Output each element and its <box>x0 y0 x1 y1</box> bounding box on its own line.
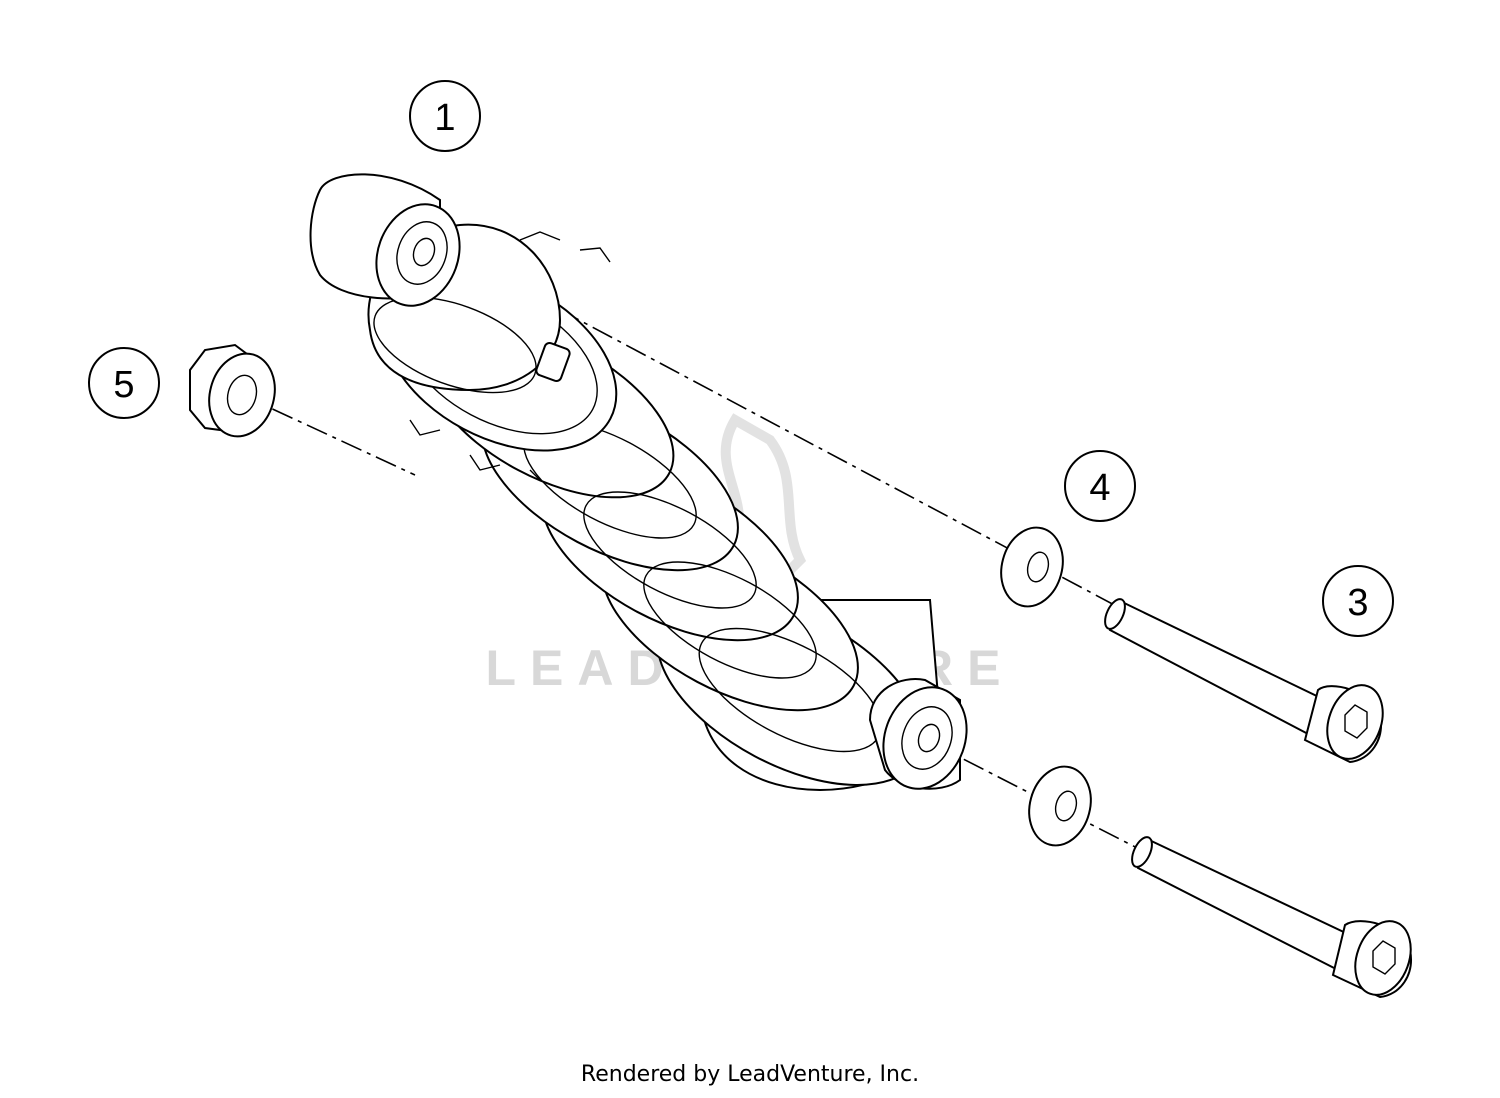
callout-3-label: 3 <box>1347 582 1368 624</box>
callout-4: 4 <box>1064 450 1136 522</box>
callout-3: 3 <box>1322 565 1394 637</box>
shock-absorber <box>309 173 968 792</box>
socket-bolt-upper <box>1104 598 1384 764</box>
callout-1-label: 1 <box>434 97 455 139</box>
washer-lower <box>1028 765 1092 847</box>
callout-4-label: 4 <box>1089 467 1110 509</box>
callout-5: 5 <box>88 347 160 419</box>
callout-1: 1 <box>409 80 481 152</box>
render-credit: Rendered by LeadVenture, Inc. <box>580 1062 920 1087</box>
flange-nut <box>189 343 276 438</box>
washer-upper <box>1000 526 1064 608</box>
socket-bolt-lower <box>1131 836 1412 999</box>
shock-absorber-diagram: LEADVENTURE <box>88 80 1412 999</box>
callout-5-label: 5 <box>113 364 134 406</box>
